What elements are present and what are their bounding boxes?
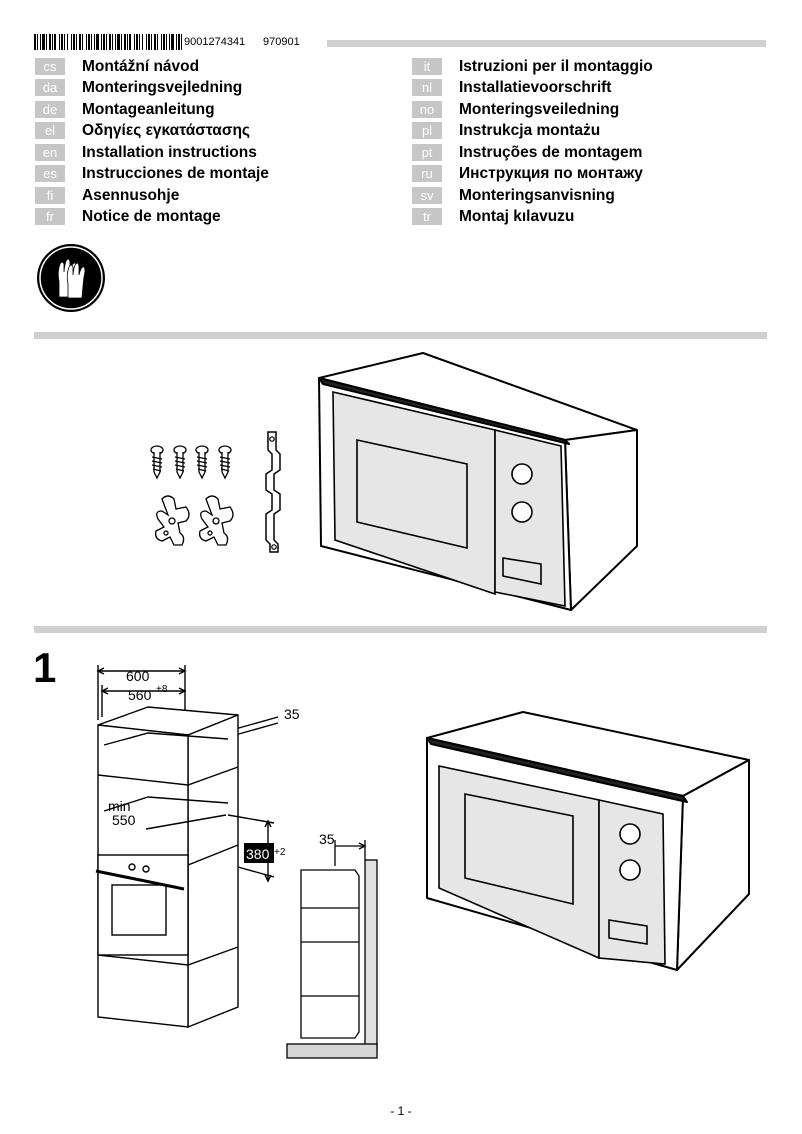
language-code-badge: tr — [412, 208, 442, 225]
language-title: Installatievoorschrift — [459, 78, 612, 96]
language-title: Installation instructions — [82, 143, 257, 161]
language-code-badge: ru — [412, 165, 442, 182]
language-title: Инструкция по монтажу — [459, 164, 643, 182]
built-in-microwave-illustration — [318, 352, 638, 611]
language-code-badge: sv — [412, 187, 442, 204]
language-item: el Οδηγίες εγκατάστασης — [35, 120, 250, 141]
language-code-badge: no — [412, 101, 442, 118]
dimension-560-tolerance: +8 — [156, 684, 168, 695]
side-section-diagram: 35 — [286, 831, 378, 1059]
power-knob-icon — [511, 501, 533, 523]
language-code-badge: cs — [35, 58, 65, 75]
header-rule — [327, 40, 766, 47]
wear-gloves-icon — [37, 244, 105, 312]
power-knob-icon — [619, 859, 641, 881]
barcode — [34, 34, 182, 50]
language-item: tr Montaj kılavuzu — [412, 206, 574, 227]
language-item: de Montageanleitung — [35, 99, 215, 120]
language-item: pt Instruções de montagem — [412, 142, 642, 163]
language-item: da Monteringsvejledning — [35, 77, 242, 98]
language-item: nl Installatievoorschrift — [412, 77, 611, 98]
language-item: ru Инструкция по монтажу — [412, 163, 643, 184]
language-title: Montážní návod — [82, 57, 200, 75]
language-title: Istruzioni per il montaggio — [459, 57, 653, 75]
language-code-badge: fr — [35, 208, 65, 225]
timer-knob-icon — [511, 463, 533, 485]
product-code: 9001274341 — [184, 36, 246, 48]
language-code-badge: pt — [412, 144, 442, 161]
language-title: Montaj kılavuzu — [459, 207, 575, 225]
language-code-badge: da — [35, 79, 65, 96]
language-code-badge: it — [412, 58, 442, 75]
dimension-min-550: 550 — [112, 812, 136, 828]
language-title: Instruções de montagem — [459, 143, 643, 161]
dimension-560: 560 — [128, 687, 152, 703]
language-item: fr Notice de montage — [35, 206, 221, 227]
mounting-bracket-icon — [265, 431, 281, 553]
control-panel — [598, 799, 666, 965]
language-item: es Instrucciones de montaje — [35, 163, 269, 184]
section-rule — [34, 626, 767, 633]
language-item: it Istruzioni per il montaggio — [412, 56, 653, 77]
mounting-parts-figure — [150, 445, 234, 546]
dimension-600: 600 — [126, 668, 150, 684]
side-dimension-35: 35 — [319, 831, 335, 847]
language-title: Montageanleitung — [82, 100, 215, 118]
timer-knob-icon — [619, 823, 641, 845]
step-number: 1 — [33, 644, 57, 691]
language-item: pl Instrukcja montażu — [412, 120, 600, 141]
microwave-door — [332, 390, 496, 596]
language-code-badge: de — [35, 101, 65, 118]
language-code-badge: en — [35, 144, 65, 161]
dimension-380: 380 — [246, 846, 270, 862]
language-item: en Installation instructions — [35, 142, 257, 163]
language-title: Instrucciones de montaje — [82, 164, 269, 182]
language-title: Monteringsveiledning — [459, 100, 620, 118]
language-title: Asennusohje — [82, 186, 180, 204]
page-number: - 1 - — [390, 1104, 412, 1118]
language-item: cs Montážní návod — [35, 56, 199, 77]
control-panel — [494, 428, 566, 607]
screw-icon — [150, 445, 232, 480]
cabinet-dimension-diagram: 600 560 +8 35 min 550 380 +2 — [95, 665, 300, 1029]
language-title: Οδηγίες εγκατάστασης — [82, 121, 250, 139]
language-item: fi Asennusohje — [35, 185, 179, 206]
microwave-door — [438, 765, 600, 960]
language-code-badge: es — [35, 165, 65, 182]
language-code-badge: fi — [35, 187, 65, 204]
language-item: sv Monteringsanvisning — [412, 185, 615, 206]
language-title: Monteringsvejledning — [82, 78, 243, 96]
dimension-min-label: min — [108, 798, 131, 814]
dimension-380-tolerance: +2 — [274, 847, 286, 858]
language-code-badge: pl — [412, 122, 442, 139]
language-title: Instrukcja montażu — [459, 121, 601, 139]
dimension-gap-35: 35 — [284, 706, 300, 722]
language-item: no Monteringsveiledning — [412, 99, 619, 120]
section-rule — [34, 332, 767, 339]
language-title: Notice de montage — [82, 207, 221, 225]
wall-plug-icon — [154, 495, 234, 546]
language-code-badge: el — [35, 122, 65, 139]
date-code: 970901 — [263, 36, 300, 48]
language-code-badge: nl — [412, 79, 442, 96]
language-title: Monteringsanvisning — [459, 186, 615, 204]
built-in-microwave-step1-illustration — [426, 711, 750, 971]
